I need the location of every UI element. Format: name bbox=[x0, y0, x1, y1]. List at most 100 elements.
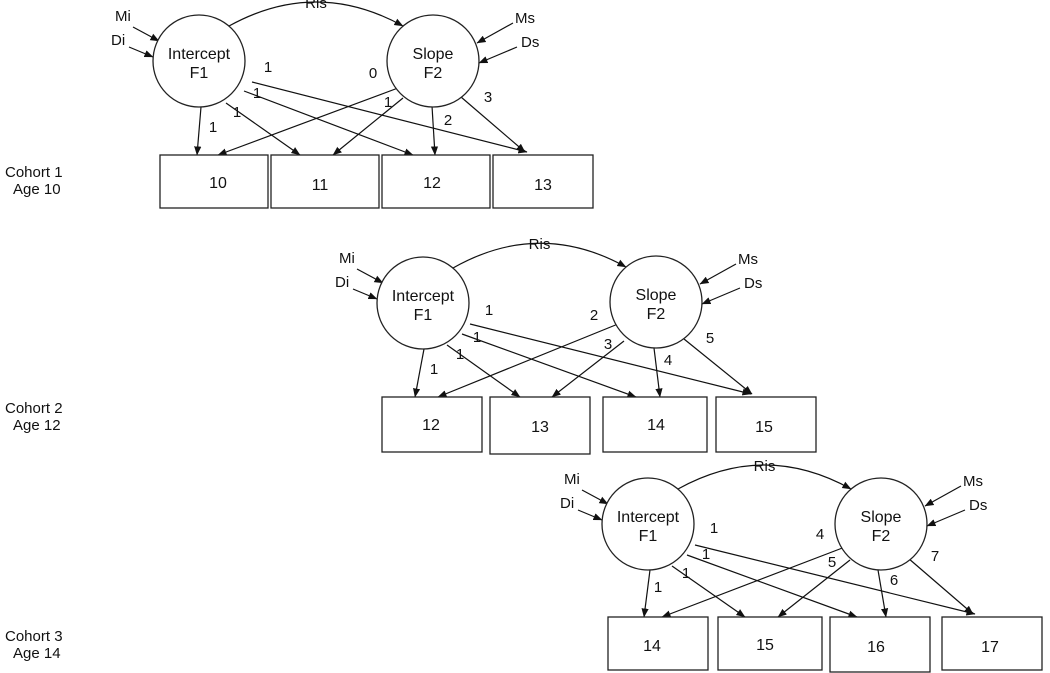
slope-loading-label: 4 bbox=[816, 526, 824, 543]
observed-age-box bbox=[270, 154, 380, 209]
intercept-loading-label: 1 bbox=[209, 119, 217, 136]
mean-slope-label: Ms bbox=[738, 251, 758, 268]
slope-factor: F2 bbox=[872, 528, 891, 545]
slope-factor: F2 bbox=[647, 306, 666, 323]
slope-loading-arrow bbox=[661, 546, 846, 618]
observed-age-label: 15 bbox=[756, 637, 774, 654]
observed-age-label: 12 bbox=[423, 175, 441, 192]
intercept-factor-circle bbox=[152, 14, 246, 108]
observed-age-label: 10 bbox=[209, 175, 227, 192]
intercept-loading-label: 1 bbox=[654, 579, 662, 596]
intercept-loading-label: 1 bbox=[710, 520, 718, 537]
slope-name: Slope bbox=[413, 46, 454, 63]
cohort-label: Cohort 2 bbox=[5, 400, 63, 417]
slope-loading-arrow bbox=[653, 347, 663, 398]
slope-factor-circle bbox=[386, 14, 480, 108]
mean-slope-arrow bbox=[924, 485, 962, 507]
slope-loading-label: 2 bbox=[590, 307, 598, 324]
slope-loading-arrow bbox=[332, 97, 404, 156]
slope-loading-arrow bbox=[437, 323, 619, 398]
intercept-loading-label: 1 bbox=[702, 546, 710, 563]
intercept-name: Intercept bbox=[617, 509, 680, 526]
slope-loading-arrow bbox=[907, 557, 974, 615]
intercept-loading-label: 1 bbox=[233, 104, 241, 121]
mean-slope-label: Ms bbox=[515, 10, 535, 27]
slope-loading-label: 3 bbox=[604, 336, 612, 353]
variance-slope-arrow bbox=[701, 287, 741, 305]
age-label: Age 14 bbox=[13, 645, 61, 662]
intercept-loading-label: 1 bbox=[473, 329, 481, 346]
observed-age-label: 17 bbox=[981, 639, 999, 656]
variance-intercept-label: Di bbox=[335, 274, 349, 291]
intercept-loading-arrow bbox=[413, 348, 425, 398]
intercept-name: Intercept bbox=[168, 46, 231, 63]
slope-loading-label: 4 bbox=[664, 352, 672, 369]
slope-factor-circle bbox=[834, 477, 928, 571]
intercept-loading-label: 1 bbox=[264, 59, 272, 76]
slope-loading-label: 5 bbox=[706, 330, 714, 347]
covariance-label: Ris bbox=[529, 236, 551, 253]
intercept-loading-arrow bbox=[686, 554, 858, 618]
slope-loading-label: 1 bbox=[384, 94, 392, 111]
intercept-loading-arrow bbox=[251, 81, 528, 154]
variance-intercept-arrow bbox=[128, 46, 154, 58]
observed-age-box bbox=[607, 616, 709, 671]
mean-intercept-label: Mi bbox=[564, 471, 580, 488]
intercept-loading-label: 1 bbox=[485, 302, 493, 319]
intercept-loading-arrow bbox=[194, 106, 202, 156]
slope-loading-arrow bbox=[877, 569, 889, 618]
slope-loading-arrow bbox=[460, 96, 526, 153]
observed-age-label: 13 bbox=[531, 419, 549, 436]
intercept-loading-arrow bbox=[641, 569, 651, 618]
variance-slope-label: Ds bbox=[744, 275, 762, 292]
slope-loading-label: 7 bbox=[931, 548, 939, 565]
slope-loading-label: 0 bbox=[369, 65, 377, 82]
intercept-factor: F1 bbox=[190, 65, 209, 82]
variance-slope-label: Ds bbox=[521, 34, 539, 51]
observed-age-label: 12 bbox=[422, 417, 440, 434]
slope-factor: F2 bbox=[424, 65, 443, 82]
mean-intercept-arrow bbox=[581, 489, 609, 505]
intercept-factor: F1 bbox=[414, 307, 433, 324]
intercept-loading-label: 1 bbox=[682, 565, 690, 582]
observed-age-label: 14 bbox=[647, 417, 665, 434]
intercept-loading-label: 1 bbox=[253, 85, 261, 102]
variance-slope-arrow bbox=[926, 509, 966, 527]
mean-slope-arrow bbox=[476, 22, 514, 44]
slope-loading-label: 5 bbox=[828, 554, 836, 571]
intercept-loading-arrow bbox=[446, 344, 521, 398]
cohort-label: Cohort 3 bbox=[5, 628, 63, 645]
intercept-loading-label: 1 bbox=[430, 361, 438, 378]
observed-age-box bbox=[492, 154, 594, 209]
observed-age-box bbox=[381, 396, 483, 453]
slope-name: Slope bbox=[636, 287, 677, 304]
slope-loading-arrow bbox=[551, 340, 625, 398]
observed-age-label: 11 bbox=[312, 177, 329, 194]
observed-age-box bbox=[381, 154, 491, 209]
mean-intercept-label: Mi bbox=[115, 8, 131, 25]
cohort-label: Cohort 1 bbox=[5, 164, 63, 181]
intercept-loading-arrow bbox=[243, 90, 414, 156]
covariance-arrow bbox=[443, 242, 627, 276]
mean-slope-label: Ms bbox=[963, 473, 983, 490]
intercept-loading-label: 1 bbox=[456, 346, 464, 363]
observed-age-label: 13 bbox=[534, 177, 552, 194]
covariance-label: Ris bbox=[754, 458, 776, 475]
covariance-label: Ris bbox=[305, 0, 327, 12]
age-label: Age 12 bbox=[13, 417, 61, 434]
observed-age-box bbox=[715, 396, 817, 453]
slope-loading-label: 6 bbox=[890, 572, 898, 589]
slope-name: Slope bbox=[861, 509, 902, 526]
variance-slope-arrow bbox=[478, 46, 518, 64]
mean-intercept-arrow bbox=[132, 26, 160, 42]
variance-intercept-arrow bbox=[577, 509, 603, 521]
intercept-loading-arrow bbox=[671, 565, 746, 618]
observed-age-box bbox=[941, 616, 1043, 671]
intercept-loading-arrow bbox=[469, 323, 752, 396]
observed-age-box bbox=[829, 616, 931, 673]
intercept-loading-arrow bbox=[225, 102, 301, 156]
covariance-arrow bbox=[219, 1, 404, 34]
observed-age-label: 14 bbox=[643, 638, 661, 655]
